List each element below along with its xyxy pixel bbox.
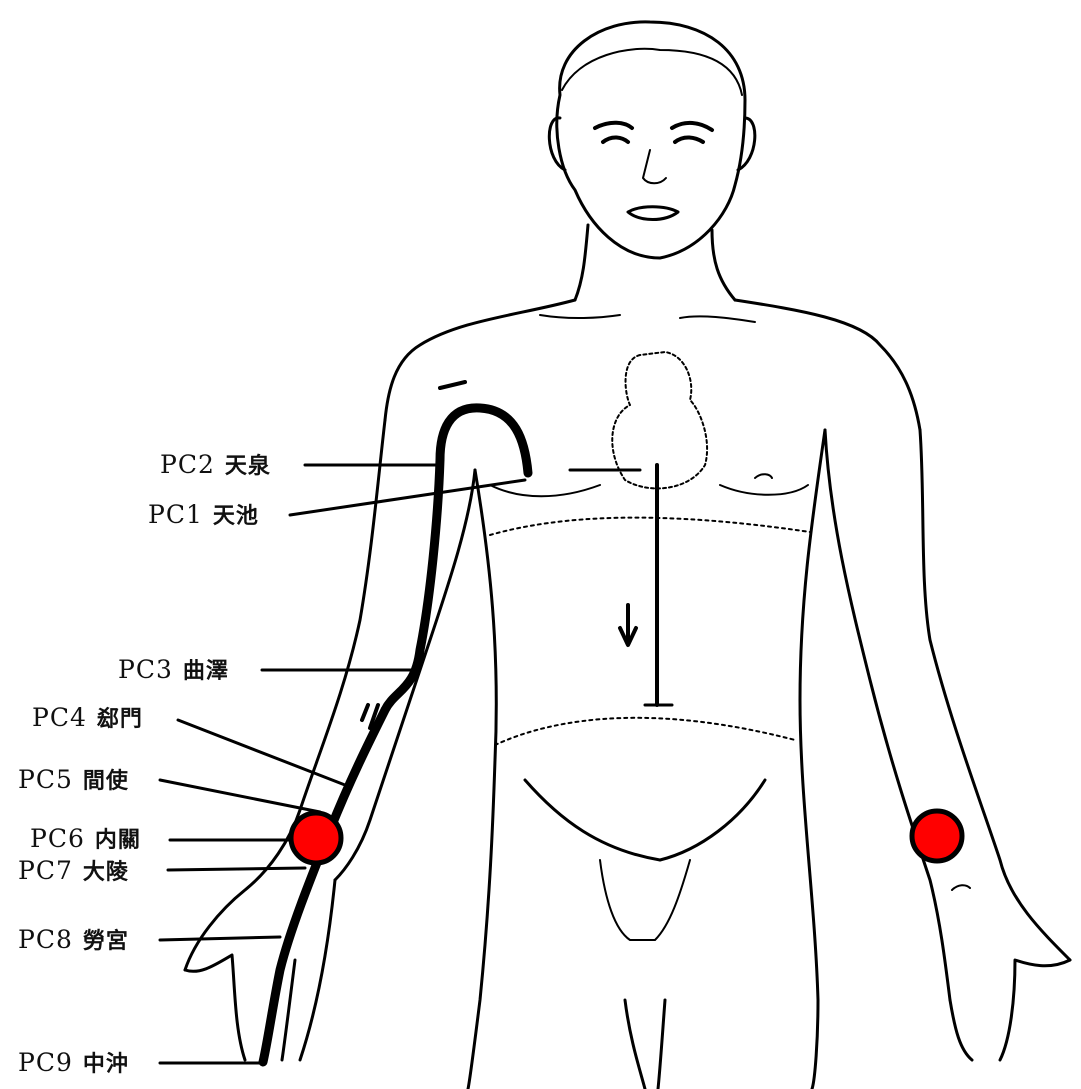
- point-code: PC1: [148, 500, 203, 529]
- right-wrist-mark: [952, 885, 970, 890]
- point-code: PC6: [30, 824, 85, 853]
- clavicle-right: [680, 316, 755, 322]
- point-code: PC2: [160, 450, 215, 479]
- neck-right: [712, 230, 735, 300]
- groin-left: [525, 780, 660, 860]
- leg-inner-right: [658, 1000, 665, 1089]
- label-pc8: PC8 勞宮: [18, 927, 129, 952]
- point-name: 曲澤: [183, 658, 229, 684]
- label-pc3: PC3 曲澤: [118, 657, 229, 682]
- head-outline: [557, 22, 745, 258]
- left-hand: [185, 880, 335, 1060]
- right-eyebrow: [672, 123, 712, 130]
- point-code: PC3: [118, 655, 173, 684]
- marker-left-wrist: [291, 813, 341, 863]
- point-name: 勞宮: [83, 928, 129, 954]
- point-code: PC4: [32, 703, 87, 732]
- mouth: [628, 207, 678, 220]
- meridian-line: [263, 408, 528, 1062]
- clavicle-left: [540, 315, 620, 318]
- right-hand: [950, 960, 1070, 1060]
- leader-pc8: [160, 937, 280, 940]
- label-pc4: PC4 郄門: [32, 705, 143, 730]
- point-code: PC7: [18, 856, 73, 885]
- leader-lines: [160, 465, 525, 1063]
- right-arm-outer: [920, 430, 1070, 960]
- label-pc9: PC9 中沖: [18, 1050, 129, 1075]
- leg-inner-left: [625, 1000, 645, 1089]
- diaphragm-line: [490, 518, 810, 535]
- torso-right: [800, 430, 825, 1089]
- point-name: 天泉: [225, 453, 271, 479]
- pectoral-right: [720, 485, 808, 495]
- arrow-down: [620, 605, 636, 645]
- label-pc1: PC1 天池: [148, 502, 259, 527]
- leader-pc5: [160, 780, 320, 812]
- waist-line: [495, 718, 795, 745]
- marker-right-wrist: [912, 811, 962, 861]
- label-pc5: PC5 間使: [18, 767, 129, 792]
- point-code: PC8: [18, 925, 73, 954]
- point-name: 大陵: [83, 859, 129, 885]
- pectoral-left: [490, 485, 600, 496]
- right-nipple: [755, 474, 772, 478]
- point-name: 郄門: [97, 706, 143, 732]
- left-eyebrow: [595, 123, 632, 128]
- left-arm-inner: [335, 470, 475, 880]
- left-eye: [603, 137, 628, 142]
- label-pc7: PC7 大陵: [18, 858, 129, 883]
- right-arm-inner: [825, 430, 950, 1000]
- nose: [643, 150, 666, 183]
- point-code: PC5: [18, 765, 73, 794]
- neck-left: [575, 225, 588, 300]
- label-pc6: PC6 内關: [30, 826, 141, 851]
- point-name: 間使: [83, 768, 129, 794]
- point-name: 内關: [95, 827, 141, 853]
- leader-pc1: [290, 480, 525, 515]
- point-code: PC9: [18, 1048, 73, 1077]
- label-pc2: PC2 天泉: [160, 452, 271, 477]
- torso-left: [468, 470, 496, 1089]
- shoulder-mark: [440, 382, 465, 388]
- right-shoulder: [735, 300, 920, 430]
- leader-pc7: [168, 868, 305, 870]
- point-name: 中沖: [83, 1051, 129, 1077]
- brief: [600, 860, 690, 940]
- point-name: 天池: [213, 503, 259, 529]
- groin-right: [660, 780, 765, 860]
- heart-outline: [612, 352, 707, 488]
- left-shoulder: [385, 300, 575, 420]
- right-eye: [675, 137, 703, 142]
- hair: [562, 49, 742, 95]
